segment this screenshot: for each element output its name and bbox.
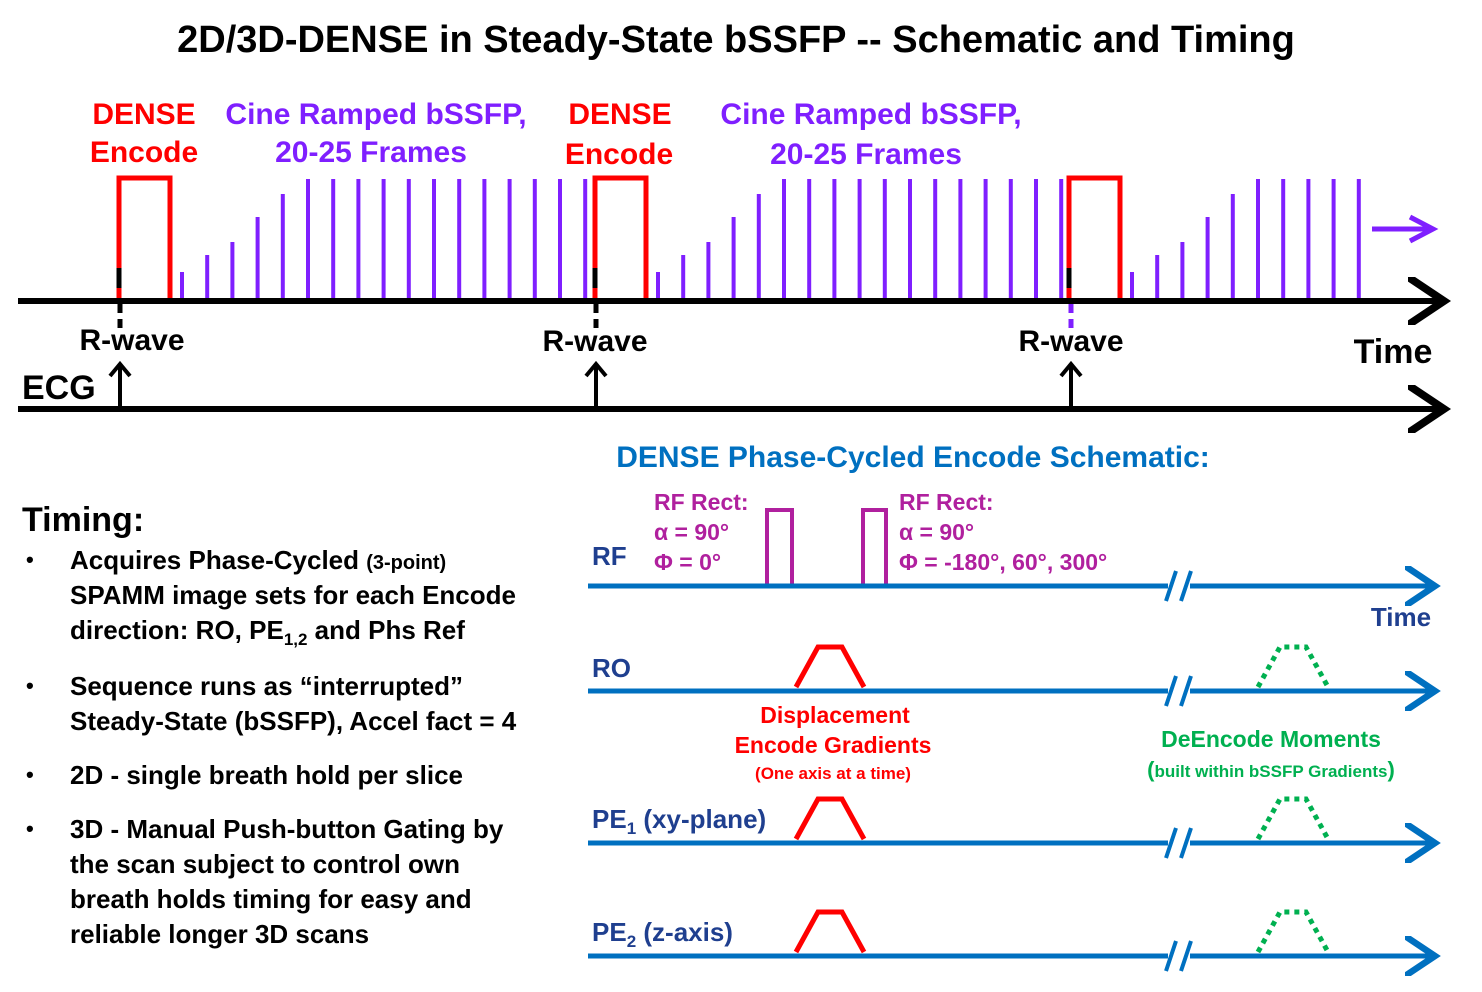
deencode-label-line2: (built within bSSFP Gradients) (1147, 757, 1395, 782)
axis-break-mark (1164, 940, 1178, 972)
rf-pulse-2 (861, 508, 888, 588)
r-wave-label: R-wave (542, 325, 647, 358)
time-label: Time (1354, 333, 1433, 371)
axis-break-mark (1164, 675, 1178, 707)
timing-item-1-line3: direction: RO, PE1,2 and Phs Ref (70, 615, 465, 649)
timing-heading: Timing: (22, 501, 144, 539)
cine-label-line2: 20-25 Frames (275, 136, 467, 169)
encode-label-line1: DENSE (568, 98, 671, 131)
deencode-label-line1: DeEncode Moments (1161, 726, 1381, 752)
encode-label-line2: Encode (565, 138, 673, 171)
ecg-trigger-arrows (108, 360, 1083, 406)
encode-pulse (592, 175, 649, 299)
displacement-gradient (793, 644, 867, 689)
displacement-label-line1: Displacement (760, 702, 910, 728)
cine-frames (180, 179, 1361, 299)
cine-label-line2: 20-25 Frames (770, 138, 962, 171)
rf-pulse2-line1: RF Rect: (899, 489, 994, 515)
pe1-axis-label: PE1 (xy-plane) (592, 804, 766, 838)
bullet: • (26, 816, 34, 841)
deencode-moment (1255, 796, 1331, 841)
rf-pulse2-line2: α = 90° (899, 519, 974, 545)
schematic-time-label: Time (1371, 602, 1431, 632)
bullet: • (26, 762, 34, 787)
pe2-axis-label: PE2 (z-axis) (592, 917, 733, 951)
timing-item-2-line1: Sequence runs as “interrupted” (70, 671, 463, 701)
timing-item-4-line2: the scan subject to control own (70, 849, 460, 879)
encode-label-line1: DENSE (92, 98, 195, 131)
cine-label-line1: Cine Ramped bSSFP, (720, 98, 1021, 131)
timing-item-3-line1: 2D - single breath hold per slice (70, 760, 463, 790)
schematic-axes (588, 571, 1430, 971)
timing-item-1-line2: SPAMM image sets for each Encode (70, 580, 516, 610)
continuation-arrow-head (1408, 214, 1439, 244)
bullet: • (26, 547, 34, 572)
axis-break-mark (1179, 675, 1193, 707)
axis-break-mark (1179, 570, 1193, 602)
timing-item-4-line1: 3D - Manual Push-button Gating by (70, 814, 504, 844)
r-wave-label: R-wave (79, 324, 184, 357)
rf-axis-label: RF (592, 541, 627, 571)
diagram-title: 2D/3D-DENSE in Steady-State bSSFP -- Sch… (177, 19, 1295, 61)
encode-pulse (116, 175, 173, 299)
axis-break-mark (1179, 940, 1193, 972)
axis-break-mark (1164, 827, 1178, 859)
encode-pulse (1066, 175, 1123, 299)
timing-notes: Timing: • Acquires Phase-Cycled (3-point… (22, 501, 517, 949)
timing-item-4-line4: reliable longer 3D scans (70, 919, 369, 949)
rf-pulse1-line1: RF Rect: (654, 489, 749, 515)
displacement-gradient (793, 796, 867, 841)
axis-break-mark (1164, 570, 1178, 602)
encode-label-line2: Encode (90, 136, 198, 169)
timing-item-1-line1: Acquires Phase-Cycled (3-point) (70, 545, 446, 575)
rf-pulse2-line3: Φ = -180°, 60°, 300° (899, 549, 1107, 575)
rf-pulse1-line3: Φ = 0° (654, 549, 721, 575)
ecg-label: ECG (22, 369, 96, 407)
bullet: • (26, 673, 34, 698)
r-wave-label: R-wave (1018, 325, 1123, 358)
cine-label-line1: Cine Ramped bSSFP, (225, 98, 526, 131)
displacement-gradient (793, 909, 867, 954)
schematic-heading: DENSE Phase-Cycled Encode Schematic: (616, 441, 1210, 474)
rf-pulse1-line2: α = 90° (654, 519, 729, 545)
timing-item-4-line3: breath holds timing for easy and (70, 884, 472, 914)
deencode-moment (1255, 909, 1331, 954)
ro-axis-label: RO (592, 653, 631, 683)
encode-pulses (116, 175, 1123, 299)
timing-diagram: DENSE Encode Cine Ramped bSSFP, 20-25 Fr… (18, 98, 1438, 409)
axis-break-mark (1179, 827, 1193, 859)
rf-pulse-1 (765, 508, 794, 588)
displacement-label-line2: Encode Gradients (735, 732, 932, 758)
displacement-label-line3: (One axis at a time) (755, 764, 911, 783)
deencode-moment (1255, 644, 1331, 689)
timing-item-2-line2: Steady-State (bSSFP), Accel fact = 4 (70, 706, 517, 736)
encode-schematic: DENSE Phase-Cycled Encode Schematic: RF … (588, 441, 1431, 971)
